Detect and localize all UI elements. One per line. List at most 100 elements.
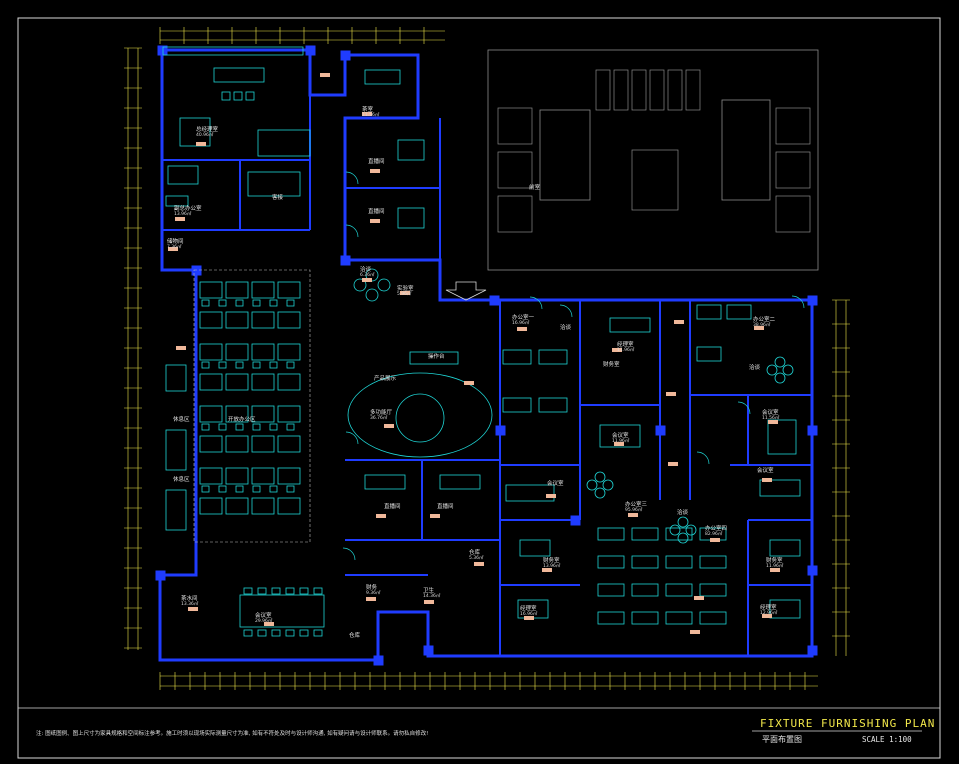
area-tag-marker [196,142,206,146]
furniture-item [313,629,323,637]
area-tag-marker [770,568,780,572]
furniture-item [269,423,278,431]
elevator-left [497,151,533,189]
area-tag-marker [424,600,434,604]
furniture-item [364,69,401,85]
furniture-item [218,361,227,369]
area-tag-marker [612,348,622,352]
area-tag-marker [370,169,380,173]
room-label-console: 操作台 [428,354,445,360]
area-tag-marker [668,462,678,466]
door-swing [696,451,710,465]
structural-column [655,425,666,436]
furniture-item [286,423,295,431]
furniture-item [726,304,752,320]
structural-column [807,645,818,656]
room-label-open-office: 开放办公区 [228,417,256,423]
area-tag-marker [474,562,484,566]
room-label-meeting-room-3: 会议室 [547,481,564,487]
lounge-seat [377,278,391,292]
area-tag-marker [524,616,534,620]
furniture-item [165,489,187,531]
furniture-item [769,599,801,619]
furniture-item [277,343,301,361]
furniture-item [201,423,210,431]
furniture-item [631,583,659,597]
room-label-negotiation-1: 洽谈 [560,325,572,331]
furniture-item [277,311,301,329]
furniture-item [167,165,199,185]
lounge-seat [594,487,606,499]
furniture-item [218,299,227,307]
area-tag-marker [674,320,684,324]
structural-column [495,425,506,436]
furniture-item [597,527,625,541]
lounge-seat [782,364,794,376]
furniture-item [609,317,651,333]
area-tag-marker [362,112,372,116]
area-tag-marker [768,420,778,424]
structural-column [807,425,818,436]
area-tag-marker [264,622,274,626]
area-tag-marker [546,494,556,498]
structural-column [305,45,316,56]
toilet-stall [685,69,701,111]
furniture-item [235,299,244,307]
furniture-item [199,435,223,453]
furniture-item [252,299,261,307]
furniture-item [759,479,801,497]
area-tag-marker [464,381,474,385]
furniture-item [199,405,223,423]
furniture-item [286,299,295,307]
room-label-rest-area-2: 休息区 [173,477,190,483]
area-tag-marker [430,514,440,518]
furniture-item [502,397,532,413]
furniture-item [225,405,249,423]
furniture-item [277,467,301,485]
area-tag-marker [666,392,676,396]
area-tag-marker [188,607,198,611]
furniture-item [252,423,261,431]
furniture-item [257,629,267,637]
furniture-item [201,361,210,369]
furniture-item [225,497,249,515]
furniture-item [213,67,265,83]
elevator-left [497,107,533,145]
furniture-item [225,467,249,485]
furniture-item [235,423,244,431]
furniture-item [269,361,278,369]
elevator-right [775,151,811,189]
furniture-item [221,91,231,101]
furniture-item [277,497,301,515]
furniture-item [519,539,551,557]
furniture-item [218,485,227,493]
structural-column [807,295,818,306]
furniture-item [251,281,275,299]
furniture-item [286,485,295,493]
elevator-left [497,195,533,233]
drawing-scale: SCALE 1:100 [862,735,912,744]
furniture-item [225,343,249,361]
area-tag-marker [542,568,552,572]
furniture-item [251,467,275,485]
room-label-product-display: 产品展示 [374,376,397,382]
furniture-item [199,467,223,485]
furniture-item [251,435,275,453]
core-outline [487,49,819,271]
furniture-item [364,474,406,490]
area-tag-marker [628,513,638,517]
stair-left [539,109,591,201]
toilet-stall [613,69,629,111]
furniture-item [631,527,659,541]
open-office-boundary [193,269,311,543]
furniture-item [235,361,244,369]
